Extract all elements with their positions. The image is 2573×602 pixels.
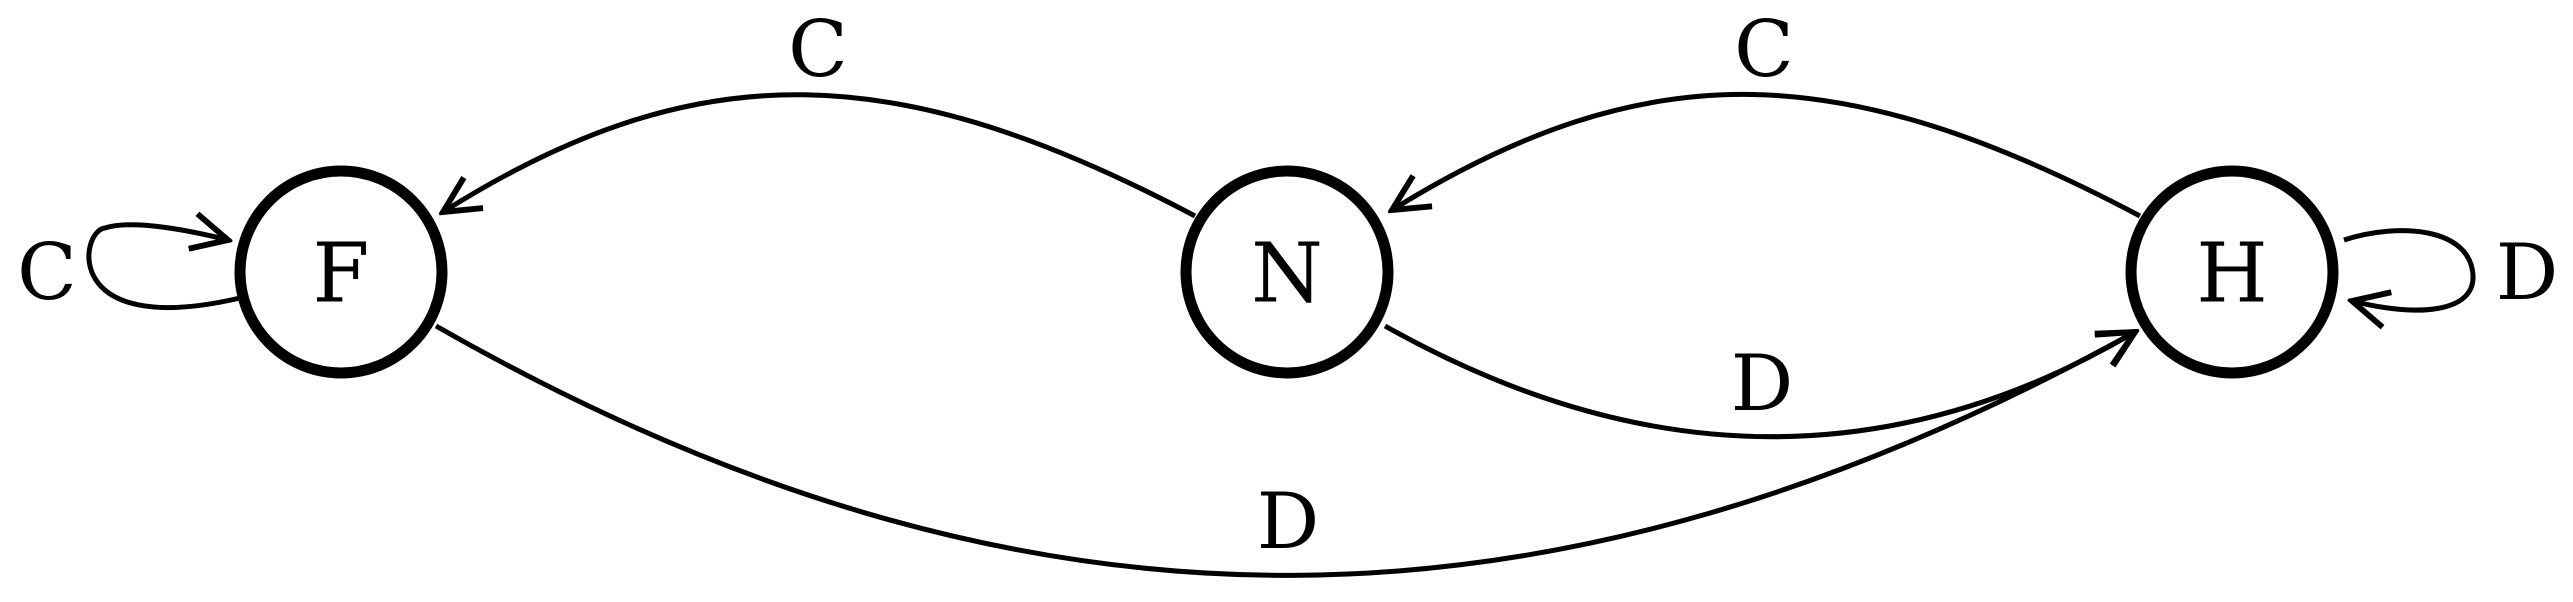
edge-f-self-loop bbox=[86, 225, 241, 311]
node-h-label: H bbox=[2196, 227, 2268, 322]
node-f: F bbox=[234, 165, 448, 379]
edge-label-f-self: C bbox=[17, 228, 77, 318]
edge-h-to-n bbox=[1392, 91, 2142, 219]
edges: C C C D D D bbox=[17, 5, 2559, 578]
edge-label-h-self: D bbox=[2496, 228, 2559, 318]
node-h: H bbox=[2125, 165, 2339, 379]
node-f-circle bbox=[234, 165, 448, 379]
node-h-circle bbox=[2125, 165, 2339, 379]
edge-label-n-to-f: C bbox=[788, 5, 848, 95]
node-f-label: F bbox=[313, 227, 370, 322]
edge-label-h-to-n: C bbox=[1734, 5, 1794, 95]
edge-f-to-h bbox=[434, 323, 2135, 578]
node-n: N bbox=[1180, 165, 1394, 379]
edge-h-self-loop bbox=[2343, 228, 2476, 310]
node-n-label: N bbox=[1251, 227, 1323, 322]
edge-n-to-f bbox=[443, 92, 1197, 219]
edge-label-n-to-h: D bbox=[1731, 339, 1794, 429]
node-n-circle bbox=[1180, 165, 1394, 379]
edge-label-f-to-h: D bbox=[1257, 477, 1320, 567]
